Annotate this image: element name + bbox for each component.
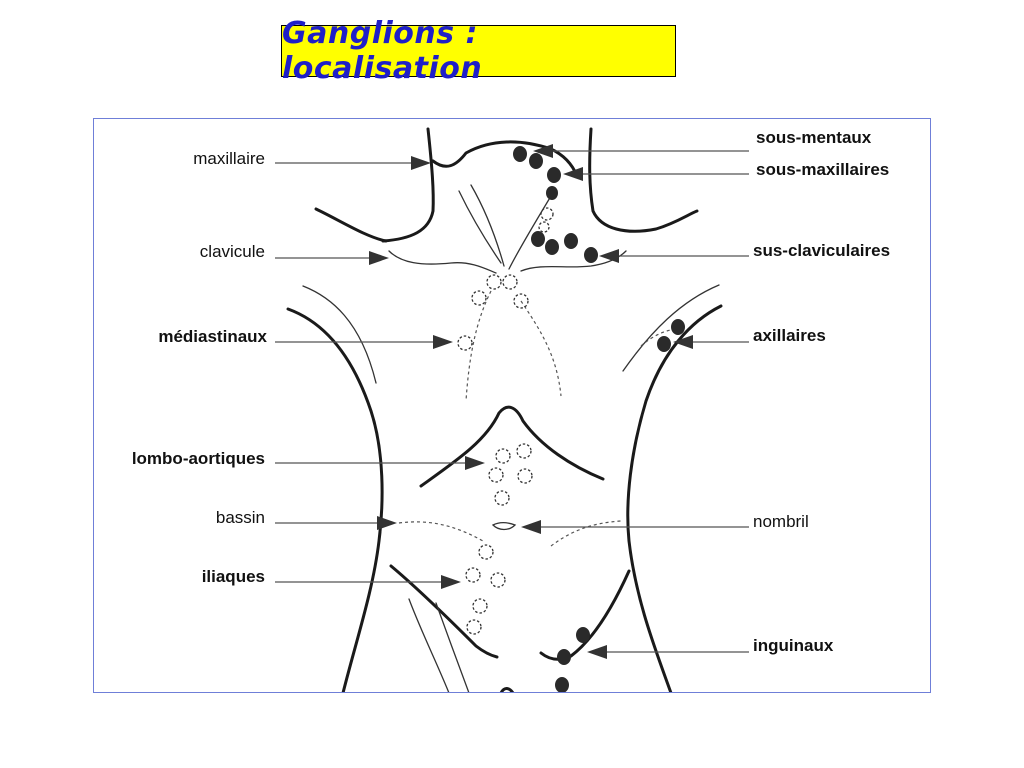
- arrow-sus-claviculaires-head: [599, 249, 619, 263]
- pelvis-line-left: [398, 521, 484, 542]
- pelvis-line-right: [550, 520, 622, 547]
- arrow-lombo-head: [465, 456, 485, 470]
- label-axillaires: axillaires: [753, 326, 826, 345]
- superficial-nodes: [513, 146, 685, 692]
- node-lombo-1: [495, 448, 511, 464]
- node-inguinal-3: [555, 677, 569, 692]
- left-mediastinal-path: [465, 290, 492, 402]
- body-outline: [286, 127, 723, 692]
- label-lombo-aortiques: lombo-aortiques: [132, 449, 265, 468]
- axillary-path: [640, 328, 676, 347]
- node-cervical-2: [531, 231, 545, 247]
- neck-muscle-left-2: [470, 184, 505, 267]
- lymph-node-diagram: maxillaire clavicule médiastinaux lombo-…: [93, 118, 931, 693]
- right-arm-inner: [622, 284, 720, 372]
- arrow-maxillaire-head: [411, 156, 431, 170]
- label-inguinaux: inguinaux: [753, 636, 834, 655]
- label-sous-maxillaires: sous-maxillaires: [756, 160, 889, 179]
- node-axillaire-2: [657, 336, 671, 352]
- node-sous-maxillaires-1: [547, 167, 561, 183]
- arrow-mediastinaux-head: [433, 335, 453, 349]
- body-diagram-svg: maxillaire clavicule médiastinaux lombo-…: [132, 127, 890, 692]
- clavicle-left: [388, 250, 497, 274]
- node-lombo-4: [517, 468, 533, 484]
- node-lombo-3: [488, 467, 504, 483]
- label-nombril: nombril: [753, 512, 809, 531]
- node-sous-mentaux-1: [513, 146, 527, 162]
- node-iliaque-5: [466, 619, 482, 635]
- node-mediastinal-5: [457, 335, 473, 351]
- deep-nodes: [457, 207, 554, 635]
- right-torso-line: [626, 304, 723, 692]
- leader-arrows: [275, 144, 749, 659]
- node-mediastinal-1: [486, 274, 502, 290]
- arrow-inguinaux-head: [587, 645, 607, 659]
- label-sous-mentaux: sous-mentaux: [756, 128, 872, 147]
- label-iliaques: iliaques: [202, 567, 265, 586]
- node-inguinal-1: [576, 627, 590, 643]
- shoulder-top-left: [314, 207, 388, 243]
- node-iliaque-1: [478, 544, 494, 560]
- right-mediastinal-path: [520, 300, 562, 397]
- jaw-line: [431, 140, 579, 178]
- arrow-iliaques-head: [441, 575, 461, 589]
- node-iliaque-2: [465, 567, 481, 583]
- label-mediastinaux: médiastinaux: [158, 327, 267, 346]
- title-box: Ganglions : localisation: [281, 16, 676, 86]
- label-bassin: bassin: [216, 508, 265, 527]
- arrow-nombril-head: [521, 520, 541, 534]
- node-cervical-1: [546, 186, 558, 200]
- page-title: Ganglions : localisation: [282, 16, 483, 86]
- node-iliaque-4: [472, 598, 488, 614]
- right-labels: sous-mentaux sous-maxillaires sus-clavic…: [753, 128, 890, 655]
- node-cervical-deep-2: [538, 221, 550, 233]
- node-sous-mentaux-2: [529, 153, 543, 169]
- node-mediastinal-3: [471, 290, 487, 306]
- arrow-sous-maxillaires-head: [563, 167, 583, 181]
- node-sus-claviculaire-1: [564, 233, 578, 249]
- node-axillaire-1: [671, 319, 685, 335]
- node-cervical-deep-1: [540, 207, 554, 221]
- node-iliaque-3: [490, 572, 506, 588]
- label-sus-claviculaires: sus-claviculaires: [753, 241, 890, 260]
- lymph-pathways: [398, 290, 676, 547]
- left-labels: maxillaire clavicule médiastinaux lombo-…: [132, 149, 268, 586]
- arrow-sous-mentaux-head: [533, 144, 553, 158]
- left-torso-line: [286, 307, 384, 692]
- node-sus-claviculaire-2: [584, 247, 598, 263]
- node-inguinal-2: [557, 649, 571, 665]
- right-groin-line: [539, 569, 631, 661]
- label-clavicule: clavicule: [200, 242, 265, 261]
- left-thigh-line-2: [435, 602, 470, 692]
- crotch-line: [499, 687, 515, 692]
- neck-muscle-right: [508, 195, 552, 270]
- sternum-curve: [419, 405, 605, 488]
- left-thigh-line: [408, 598, 450, 692]
- navel: [491, 522, 517, 531]
- arrow-clavicule-head: [369, 251, 389, 265]
- neck-right-line: [588, 127, 699, 233]
- left-arm-inner: [302, 285, 377, 384]
- node-mediastinal-4: [513, 293, 529, 309]
- arrow-axillaires-head: [673, 335, 693, 349]
- node-lombo-5: [494, 490, 510, 506]
- arrow-bassin-head: [377, 516, 397, 530]
- node-cervical-3: [545, 239, 559, 255]
- neck-muscle-left: [458, 190, 502, 264]
- left-groin-line: [389, 564, 499, 659]
- node-mediastinal-2: [502, 274, 518, 290]
- node-lombo-2: [516, 443, 532, 459]
- neck-left-line: [381, 127, 435, 243]
- label-maxillaire: maxillaire: [193, 149, 265, 168]
